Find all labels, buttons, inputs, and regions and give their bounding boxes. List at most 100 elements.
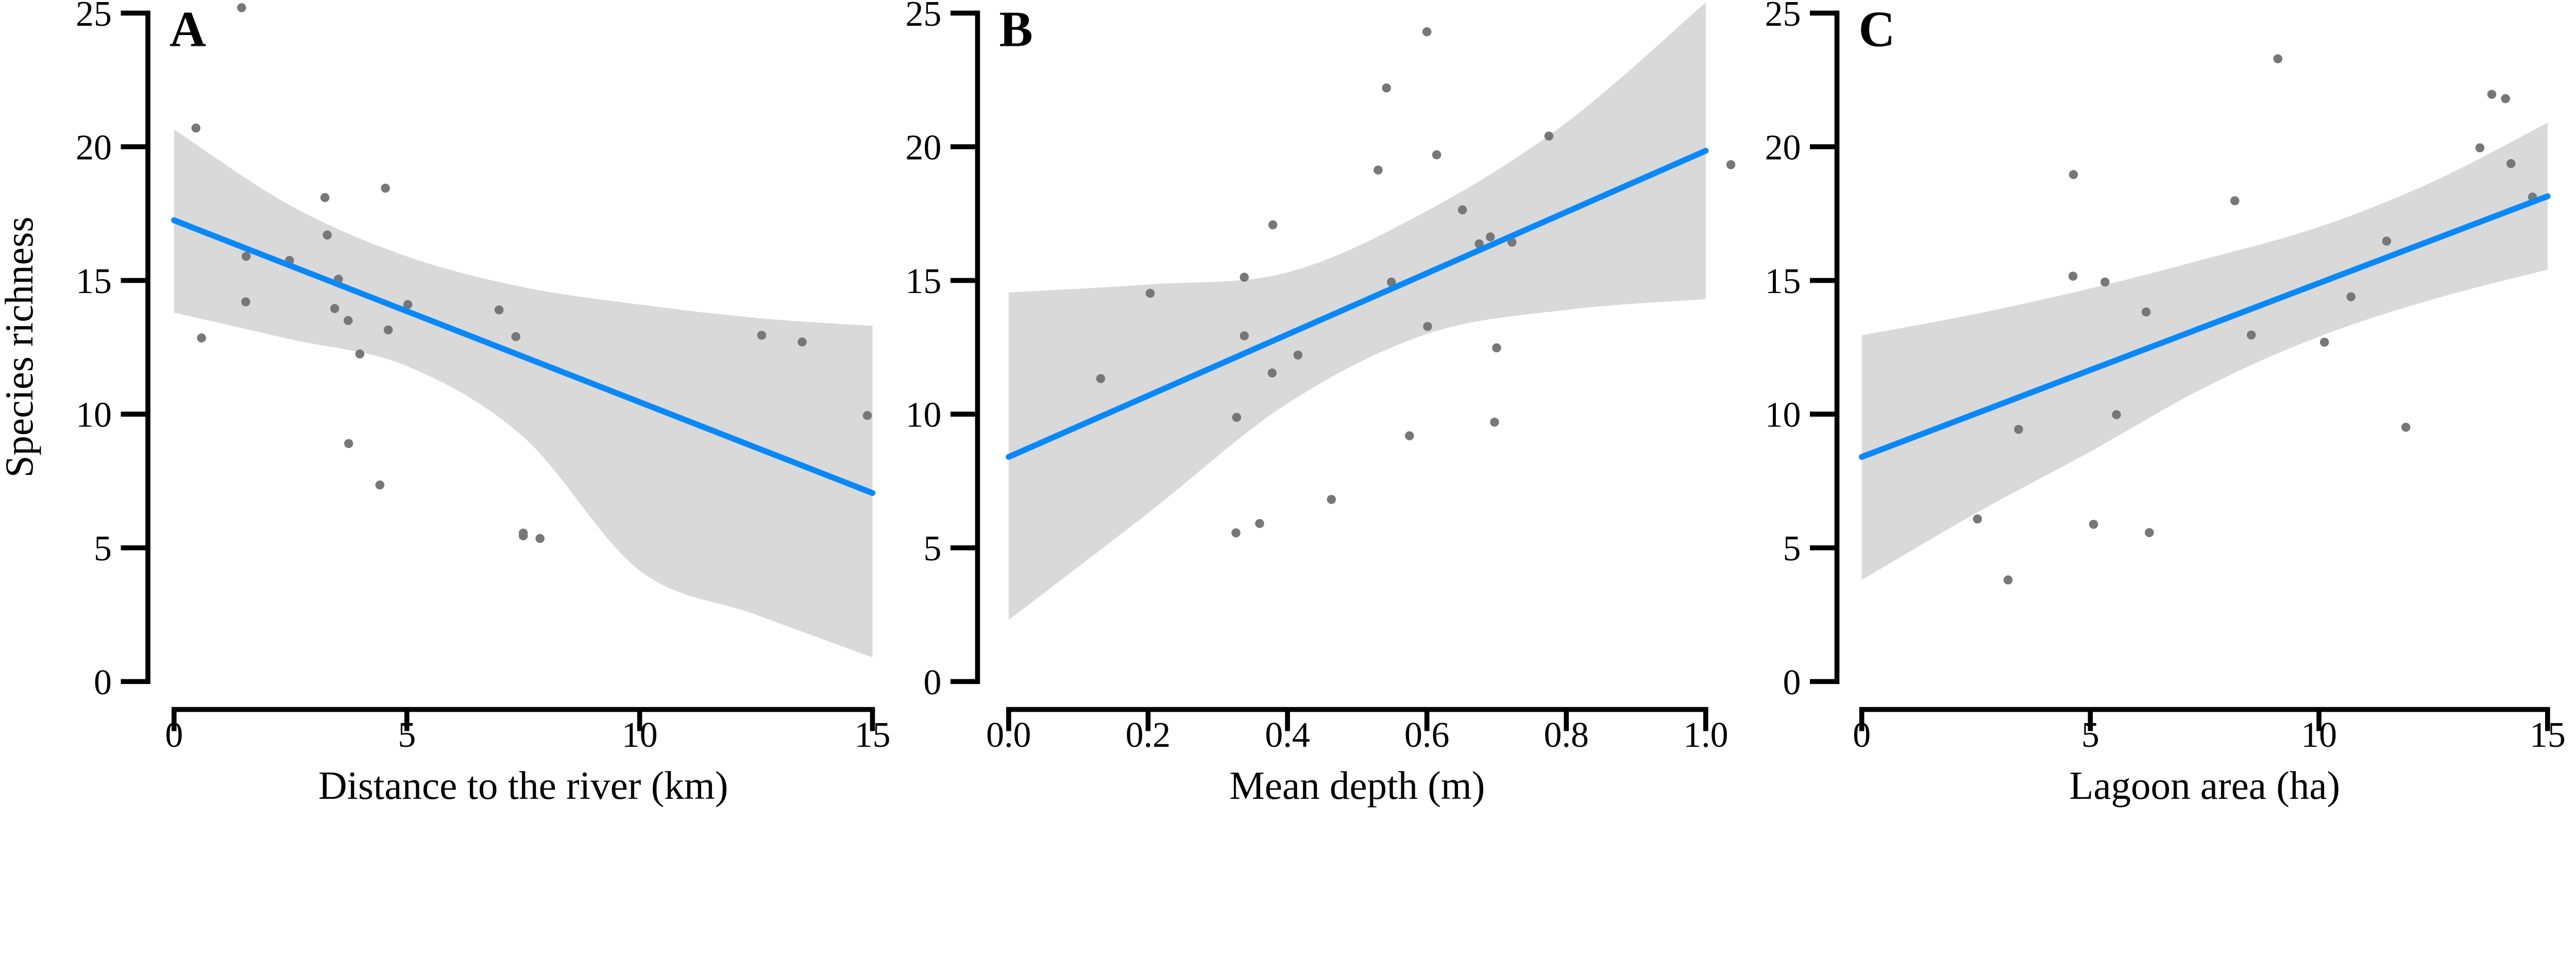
x-tick-label: 15 [854,715,890,755]
data-point [2089,520,2098,529]
data-point [1145,288,1155,298]
data-point [381,183,390,193]
regression-line [171,217,876,496]
data-point [1240,331,1249,340]
y-tick-label: 25 [1765,0,1801,34]
data-point [2068,271,2078,281]
y-tick-label: 15 [905,262,941,301]
y-tick-label: 10 [1765,396,1801,435]
data-point [2475,143,2485,152]
data-point [1231,528,1241,538]
x-tick-label: 5 [2081,715,2099,755]
y-tick-label: 0 [923,663,941,702]
data-point [2382,236,2392,246]
panel-letter: B [999,2,1032,57]
data-point [518,531,528,541]
x-axis-title: Distance to the river (km) [318,763,728,808]
y-tick-label: 10 [905,396,941,435]
data-point [2319,337,2329,347]
y-tick-label: 20 [905,128,941,167]
data-point [1423,322,1432,331]
data-point [2003,575,2013,585]
data-point [2230,196,2240,205]
y-tick-label: 25 [905,0,941,34]
data-point [1973,514,1982,524]
data-point [1382,83,1391,93]
data-point [1458,205,1467,215]
data-point [2501,94,2510,104]
data-point [2487,90,2497,99]
panel-letter: A [170,2,206,57]
data-point [344,439,353,448]
data-point [2100,277,2110,287]
x-tick-label: 1.0 [1683,715,1728,755]
regression-line [1006,148,1709,460]
data-point [197,333,206,342]
data-point [1096,374,1106,383]
data-point [1492,343,1501,353]
y-tick-label: 5 [1783,529,1801,569]
y-tick-label: 5 [923,529,941,569]
data-point [1490,417,1499,427]
x-tick-label: 5 [398,715,416,755]
x-tick-label: 10 [622,715,658,755]
data-point [1232,413,1241,422]
data-point [1267,368,1277,378]
data-point [241,297,250,306]
y-tick-label: 15 [76,262,112,301]
data-point [1293,350,1303,360]
data-point [1327,494,1336,504]
x-tick-label: 15 [2530,715,2566,755]
y-tick-label: 20 [1765,128,1801,167]
data-point [1544,131,1554,141]
data-point [330,304,340,313]
data-point [2014,424,2023,434]
x-axis-title: Mean depth (m) [1229,763,1485,808]
data-point [1374,165,1383,175]
data-point [2346,292,2355,301]
panel-letter: C [1859,2,1895,57]
y-tick-label: 15 [1765,262,1801,301]
data-point [757,331,767,340]
x-axis-title: Lagoon area (ha) [2069,763,2340,808]
data-point [2273,54,2282,63]
data-point [2145,528,2154,537]
data-point [2141,307,2151,317]
data-point [2247,330,2256,340]
data-point [1485,232,1495,242]
data-point [344,316,353,325]
x-tick-label: 10 [2301,715,2337,755]
data-point [1432,150,1442,160]
data-point [403,300,413,310]
y-tick-label: 20 [76,128,112,167]
data-point [1268,220,1278,230]
data-point [1422,27,1432,37]
data-point [237,3,246,12]
data-point [1475,239,1484,249]
x-tick-label: 0.0 [986,715,1031,755]
data-point [191,123,201,133]
x-tick-label: 0 [1853,715,1871,755]
confidence-band [1861,123,2548,580]
y-tick-label: 0 [94,663,112,702]
data-point [2112,410,2121,419]
y-tick-label: 25 [76,0,112,34]
x-tick-label: 0.8 [1544,715,1589,755]
data-point [375,480,385,490]
y-tick-label: 5 [94,529,112,569]
x-tick-label: 0.2 [1126,715,1171,755]
data-point [798,337,807,347]
data-point [242,252,251,261]
data-point [535,534,545,543]
data-point [383,325,393,335]
x-tick-label: 0.6 [1404,715,1450,755]
x-tick-label: 0 [165,715,183,755]
regression-line [1858,193,2551,460]
data-point [320,193,330,202]
y-tick-label: 0 [1783,663,1801,702]
data-point [862,410,872,420]
data-point [1405,431,1414,440]
